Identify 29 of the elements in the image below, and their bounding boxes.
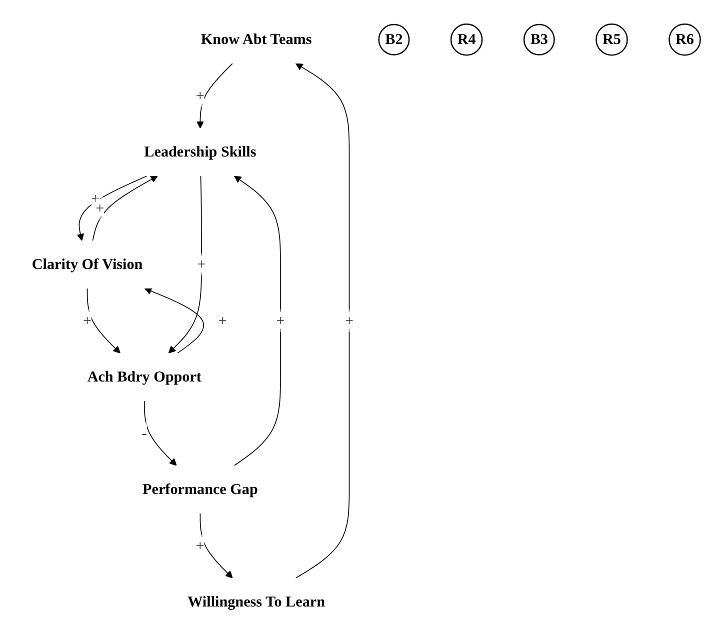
edge-label: +	[91, 190, 100, 208]
edge-label: +	[218, 312, 227, 329]
arrow	[295, 63, 350, 579]
node-text: Know Abt Teams	[200, 31, 312, 48]
edge-label: +	[196, 87, 204, 104]
edge-label: +	[344, 312, 354, 329]
arrow	[168, 176, 202, 354]
arrow	[76, 176, 148, 242]
node-text: Performance Gap	[142, 480, 258, 498]
node-text: Leadership Skills	[144, 144, 256, 160]
edge-label: +	[276, 312, 285, 329]
edge-label: +	[83, 312, 92, 329]
arrow	[144, 400, 177, 466]
node-circle: B3	[523, 24, 555, 56]
node-circle: R5	[596, 24, 628, 56]
node-circle: B2	[378, 24, 410, 56]
node-text: Ach Bdry Opport	[87, 368, 202, 386]
arrow	[234, 176, 281, 466]
node-circle: R6	[668, 24, 701, 56]
edge-label: -	[142, 424, 147, 442]
arrow	[200, 513, 233, 579]
arrow	[86, 288, 120, 354]
node-circle: R4	[450, 24, 483, 56]
node-text: Clarity Of Vision	[32, 256, 143, 273]
edge-label: +	[197, 256, 206, 273]
edge-label: +	[196, 537, 204, 554]
node-text: Willingness To Learn	[188, 593, 326, 610]
edge-label: +	[96, 200, 104, 217]
arrow	[144, 288, 204, 354]
